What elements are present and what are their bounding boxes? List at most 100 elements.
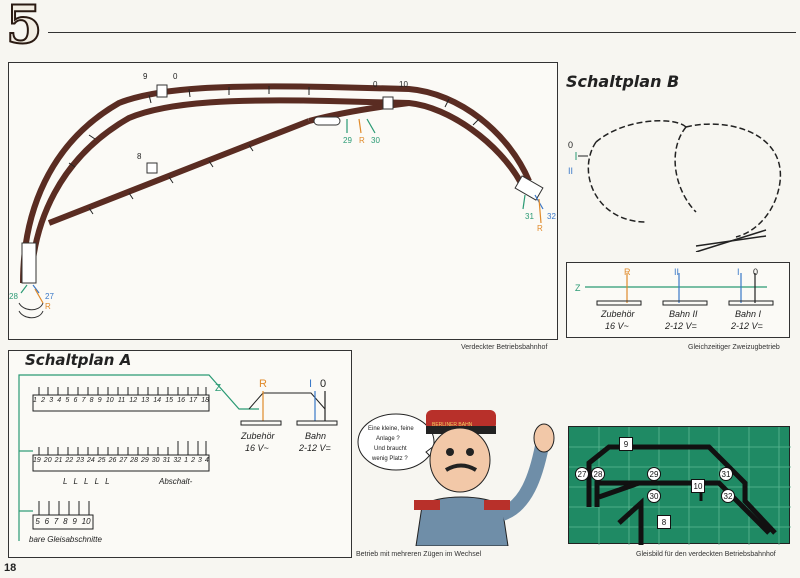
caption-gleisbild: Gleisbild für den verdeckten Betriebsbah… bbox=[636, 551, 776, 558]
speech-line-1: Eine kleine, feine bbox=[368, 426, 414, 432]
a-z: Z bbox=[215, 383, 221, 394]
caption-zweizug: Gleichzeitiger Zweizugbetrieb bbox=[688, 344, 780, 351]
b-label-ii: II bbox=[568, 166, 573, 176]
terminal-number: 6 bbox=[73, 397, 78, 404]
a-box1-l1: Zubehör bbox=[240, 431, 276, 441]
terminal-number: 14 bbox=[153, 397, 162, 404]
label-8: 8 bbox=[137, 152, 142, 161]
terminal-number: 31 bbox=[162, 457, 171, 464]
terminal-number: 6 bbox=[44, 517, 50, 526]
bw-box3-l2: 2-12 V= bbox=[730, 321, 763, 331]
label-10: 10 bbox=[399, 80, 408, 89]
label-0-left: 0 bbox=[173, 72, 178, 81]
label-r-mid: R bbox=[359, 136, 365, 145]
terminal-number: 7 bbox=[81, 397, 86, 404]
a-box1-l2: 16 V~ bbox=[245, 443, 269, 453]
gleisbild-label: 9 bbox=[619, 437, 633, 451]
bw-box1-l1: Zubehör bbox=[600, 309, 636, 319]
terminal-number: 15 bbox=[165, 397, 174, 404]
terminal-number: 17 bbox=[189, 397, 198, 404]
terminal-number: 30 bbox=[151, 457, 160, 464]
a-zero: 0 bbox=[320, 378, 326, 390]
terminal-number: 16 bbox=[177, 397, 186, 404]
terminal-number: 3 bbox=[197, 457, 202, 464]
gleisbild-label: 30 bbox=[647, 489, 661, 503]
row2-letters: L L L L L bbox=[63, 477, 112, 486]
terminal-number: 25 bbox=[97, 457, 106, 464]
gleisbild-label: 27 bbox=[575, 467, 589, 481]
bw-box2-l1: Bahn II bbox=[669, 309, 698, 319]
terminal-number: 5 bbox=[65, 397, 70, 404]
gleisbild-label: 10 bbox=[691, 479, 705, 493]
b-label-zero: 0 bbox=[568, 140, 573, 150]
bw-i: I bbox=[737, 267, 740, 277]
a-box2-l1: Bahn bbox=[305, 431, 326, 441]
bw-box2-l2: 2-12 V= bbox=[664, 321, 697, 331]
schaltplan-b-track: 0 II bbox=[568, 120, 782, 252]
bw-zero: 0 bbox=[753, 267, 758, 277]
terminal-number: 10 bbox=[105, 397, 114, 404]
bw-box1-l2: 16 V~ bbox=[605, 321, 629, 331]
label-28: 28 bbox=[9, 292, 18, 301]
label-27: 27 bbox=[45, 292, 54, 301]
terminal-number: 13 bbox=[141, 397, 150, 404]
label-30: 30 bbox=[371, 136, 380, 145]
schaltplan-a-panel: Schaltplan A bbox=[8, 350, 352, 558]
terminal-number: 8 bbox=[63, 517, 68, 526]
terminal-number: 9 bbox=[72, 517, 77, 526]
gleisbild-label: 31 bbox=[719, 467, 733, 481]
terminal-number: 23 bbox=[76, 457, 84, 464]
gleisbild-label: 28 bbox=[591, 467, 605, 481]
a-r: R bbox=[259, 378, 267, 390]
gleisbild-label: 32 bbox=[721, 489, 735, 503]
a-i: I bbox=[309, 378, 312, 390]
terminal-number: 32 bbox=[173, 457, 182, 464]
a-box2-l2: 2-12 V= bbox=[298, 443, 331, 453]
terminal-number: 19 bbox=[33, 457, 41, 464]
terminal-number: 4 bbox=[57, 397, 62, 404]
terminal-number: 2 bbox=[191, 457, 195, 464]
schaltplan-a-drawing: Z R I 0 Zubehör 16 V~ Bahn 2-12 V= bbox=[18, 374, 338, 541]
gleisbild-label: 8 bbox=[657, 515, 671, 529]
abschalt-label: Abschalt- bbox=[159, 477, 193, 486]
caption-verdeckter: Verdeckter Betriebsbahnhof bbox=[461, 344, 548, 351]
terminal-number: 5 bbox=[35, 517, 40, 526]
label-9: 9 bbox=[143, 72, 148, 81]
bw-ii: II bbox=[674, 267, 679, 277]
terminal-number: 3 bbox=[49, 397, 54, 404]
schaltplan-b-wiring: Z R II I 0 Zubehör 16 V~ Bahn II 2-12 V=… bbox=[566, 262, 790, 338]
terminal-number: 29 bbox=[140, 457, 149, 464]
bw-r: R bbox=[624, 267, 631, 277]
schaltplan-b-title: Schaltplan B bbox=[566, 72, 680, 91]
terminal-number: 24 bbox=[86, 457, 95, 464]
conductor-illustration: Eine kleine, feine Anlage ? Und braucht … bbox=[357, 410, 555, 546]
terminal-number: 1 bbox=[33, 397, 37, 404]
track-layout-panel: 9 0 0 10 8 29 R 30 31 32 R 28 27 R bbox=[8, 62, 558, 340]
terminal-number: 28 bbox=[130, 457, 138, 464]
terminal-number: 10 bbox=[81, 517, 91, 526]
speech-line-2: Anlage ? bbox=[376, 436, 400, 442]
terminal-number: 9 bbox=[97, 397, 102, 404]
terminal-number: 4 bbox=[204, 457, 209, 464]
terminal-number: 20 bbox=[43, 457, 52, 464]
terminal-number: 8 bbox=[89, 397, 94, 404]
bw-z: Z bbox=[575, 283, 581, 293]
cap-text: BERLINER BAHN bbox=[432, 422, 473, 428]
conductor-cap bbox=[426, 410, 496, 430]
chapter-number: 5 bbox=[5, 0, 43, 56]
schaltplan-a-title: Schaltplan A bbox=[25, 351, 132, 369]
terminal-number: 22 bbox=[65, 457, 74, 464]
terminal-number: 1 bbox=[184, 457, 189, 464]
label-31: 31 bbox=[525, 212, 534, 221]
terminal-number: 26 bbox=[108, 457, 117, 464]
row1-pins bbox=[38, 387, 207, 395]
terminal-number: 18 bbox=[201, 397, 209, 404]
gleisbild-label: 29 bbox=[647, 467, 661, 481]
gleisbild-drawing bbox=[569, 427, 791, 545]
terminal-number: 7 bbox=[53, 517, 59, 526]
track-layout-drawing: 9 0 0 10 8 29 R 30 31 32 R 28 27 R bbox=[9, 72, 556, 319]
